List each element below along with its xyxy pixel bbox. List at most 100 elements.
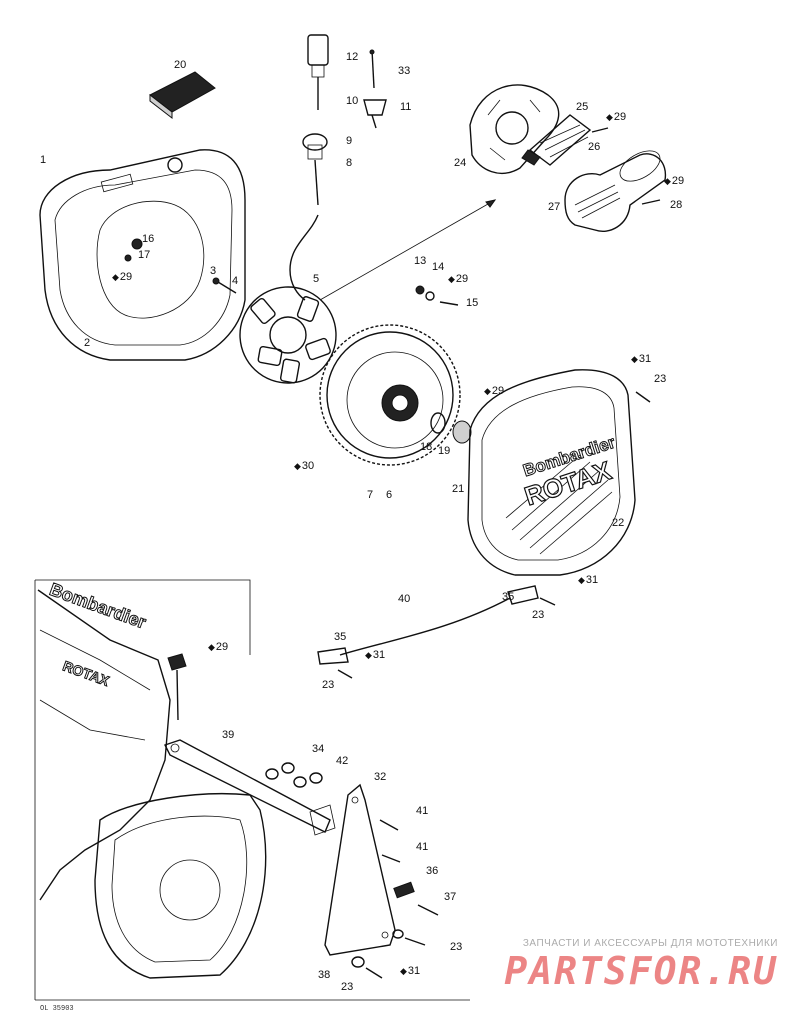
watermark-brand: PARTSFOR.RU xyxy=(504,949,778,993)
oil-drop-icon: ◆ xyxy=(631,354,638,364)
part-connector xyxy=(307,34,329,110)
part-number-label: 17 xyxy=(138,249,151,261)
part-callout-39: 39 xyxy=(222,730,234,741)
part-number-label: 32 xyxy=(374,771,387,783)
part-number-label: 22 xyxy=(612,517,625,529)
part-13-14-15-hardware xyxy=(415,285,459,306)
part-number-label: 25 xyxy=(576,101,589,113)
part-number-label: 28 xyxy=(670,199,683,211)
part-callout-18: 18 xyxy=(420,442,432,453)
part-callout-1: 1 xyxy=(40,155,46,166)
watermark-tagline: ЗАПЧАСТИ И АКСЕССУАРЫ ДЛЯ МОТОТЕХНИКИ xyxy=(522,938,778,949)
part-7-flywheel xyxy=(319,324,461,466)
part-23-bolt-mid xyxy=(404,937,426,946)
drawing-reference-code: OL 35903 xyxy=(40,1005,74,1013)
part-number-label: 16 xyxy=(142,233,155,245)
part-number-label: 29 xyxy=(491,385,505,397)
part-number-label: 23 xyxy=(450,941,463,953)
part-5-stator xyxy=(239,286,337,384)
part-callout-5: 5 xyxy=(313,274,319,285)
part-number-label: 21 xyxy=(452,483,465,495)
part-number-label: 1 xyxy=(40,154,47,166)
part-number-label: 40 xyxy=(398,593,411,605)
assembly-axis xyxy=(319,199,496,301)
part-9-sensor xyxy=(302,133,328,206)
part-38-washer xyxy=(351,956,365,968)
oil-drop-icon: ◆ xyxy=(578,575,585,585)
part-number-label: 23 xyxy=(341,981,354,993)
part-2-housing xyxy=(39,149,246,361)
part-number-label: 31 xyxy=(372,649,386,661)
part-number-label: 27 xyxy=(548,201,561,213)
part-callout-2: 2 xyxy=(84,338,90,349)
oil-drop-icon: ◆ xyxy=(365,650,372,660)
part-3-bolt xyxy=(212,277,237,294)
part-callout-24: 24 xyxy=(454,158,466,169)
part-callout-17: 17 xyxy=(138,250,150,261)
part-number-label: 34 xyxy=(312,743,325,755)
part-callout-34: 34 xyxy=(312,744,324,755)
part-number-label: 39 xyxy=(222,729,235,741)
inset-frame xyxy=(34,579,470,1001)
part-24-plate xyxy=(469,84,560,174)
part-callout-30: ◆30 xyxy=(294,461,314,472)
part-number-label: 2 xyxy=(84,337,91,349)
part-callout-19: 19 xyxy=(438,446,450,457)
part-callout-29: ◆29 xyxy=(448,274,468,285)
part-10-grommet xyxy=(363,99,387,129)
part-number-label: 29 xyxy=(613,111,627,123)
part-callout-8: 8 xyxy=(346,158,352,169)
part-callout-26: 26 xyxy=(588,142,600,153)
part-number-label: 9 xyxy=(346,135,353,147)
part-41-bolt-a xyxy=(379,819,399,831)
part-number-label: 19 xyxy=(438,445,451,457)
part-number-label: 30 xyxy=(301,460,315,472)
part-number-label: 18 xyxy=(420,441,433,453)
part-number-label: 15 xyxy=(466,297,479,309)
oil-drop-icon: ◆ xyxy=(112,272,119,282)
part-number-label: 35 xyxy=(502,591,515,603)
part-callout-23: 23 xyxy=(654,374,666,385)
engine-block: Bombardier ROTAX xyxy=(37,579,267,979)
part-callout-29: ◆29 xyxy=(606,112,626,123)
part-number-label: 36 xyxy=(426,865,439,877)
part-callout-31: ◆31 xyxy=(631,354,651,365)
part-number-label: 8 xyxy=(346,157,353,169)
part-callout-35: 35 xyxy=(334,632,346,643)
part-callout-7: 7 xyxy=(367,490,373,501)
part-callout-40: 40 xyxy=(398,594,410,605)
part-12-needle xyxy=(369,49,375,89)
part-number-label: 26 xyxy=(588,141,601,153)
oil-drop-icon: ◆ xyxy=(484,386,491,396)
part-callout-11: 11 xyxy=(400,102,411,113)
part-callout-27: 27 xyxy=(548,202,560,213)
part-number-label: 41 xyxy=(416,841,429,853)
part-number-label: 13 xyxy=(414,255,427,267)
part-callout-25: 25 xyxy=(576,102,588,113)
part-34-42-washers xyxy=(265,762,323,788)
part-26-bolt xyxy=(591,127,609,133)
stud-bolt xyxy=(167,653,187,721)
part-callout-29: ◆29 xyxy=(484,386,504,397)
part-callout-16: 16 xyxy=(142,234,154,245)
part-callout-31: ◆31 xyxy=(365,650,385,661)
part-21-cover: Bombardier ROTAX xyxy=(467,369,636,576)
cover-bolt-23 xyxy=(635,391,651,403)
oil-drop-icon: ◆ xyxy=(208,642,215,652)
part-number-label: 41 xyxy=(416,805,429,817)
part-callout-41: 41 xyxy=(416,842,428,853)
part-callout-6: 6 xyxy=(386,490,392,501)
part-number-label: 7 xyxy=(367,489,374,501)
part-washer-mid xyxy=(392,929,404,939)
part-number-label: 38 xyxy=(318,969,331,981)
part-28-bolt xyxy=(641,199,661,205)
part-callout-22: 22 xyxy=(612,518,624,529)
part-number-label: 42 xyxy=(336,755,349,767)
axis-arrowhead xyxy=(485,199,497,208)
part-number-label: 31 xyxy=(638,353,652,365)
part-27-starter xyxy=(564,150,667,232)
oil-drop-icon: ◆ xyxy=(664,176,671,186)
part-23-bolt-lower xyxy=(365,967,383,979)
part-callout-35: 35 xyxy=(502,592,514,603)
part-callout-10: 10 xyxy=(346,96,358,107)
